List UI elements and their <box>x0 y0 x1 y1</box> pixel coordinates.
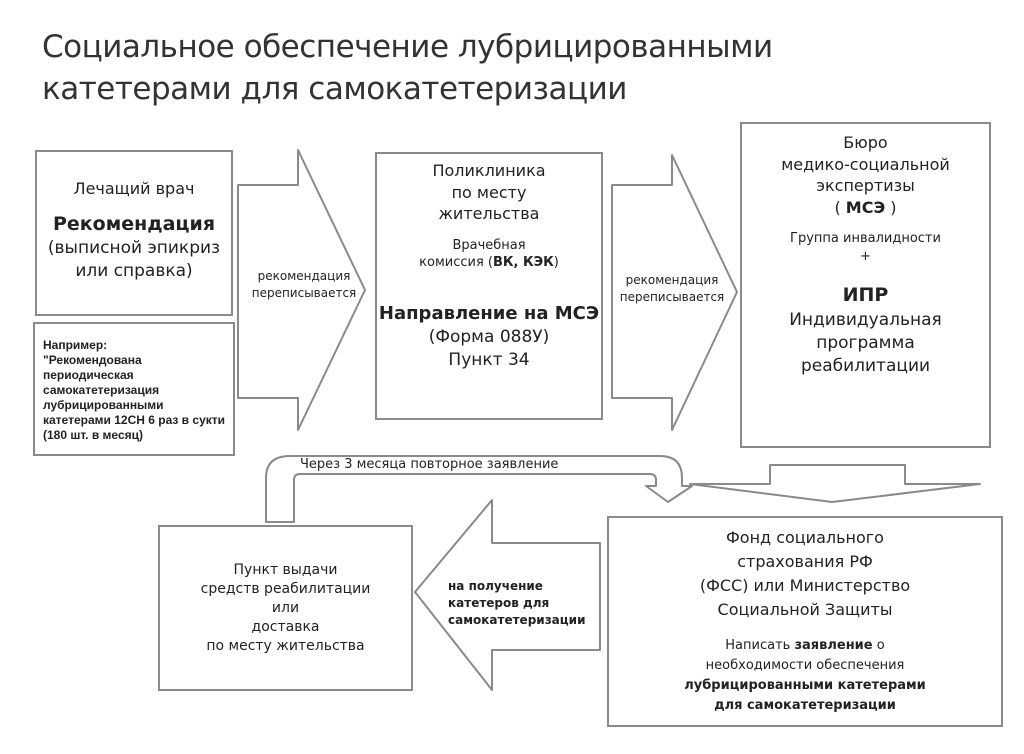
application-line-1: Написать заявление о <box>609 636 1001 656</box>
recommendation-label: Рекомендация <box>52 212 216 235</box>
pickup-line: Пункт выдачи <box>233 562 338 578</box>
doctor-heading: Лечащий врач <box>73 179 195 198</box>
fss-line: страхования РФ <box>737 552 873 571</box>
pickup-line: по месту жительства <box>206 637 365 654</box>
ipr-line: программа <box>816 333 915 354</box>
right-arrow-2 <box>611 154 738 431</box>
application-text: о <box>872 638 885 653</box>
example-line: "Рекомендована <box>43 353 142 367</box>
left-arrow <box>414 499 601 691</box>
example-line: самокатетеризация <box>43 383 160 397</box>
fss-box: Фонд социального страхования РФ (ФСС) ил… <box>607 516 1003 727</box>
arrow-2-label: рекомендация переписывается <box>614 272 730 306</box>
loop-arrow <box>265 455 693 523</box>
arrow-2-label-line: рекомендация <box>625 273 719 287</box>
disability-group: Группа инвалидности <box>790 231 941 247</box>
doctor-sub-1: (выписной эпикриз <box>47 238 221 259</box>
arrow-1-label-line: переписывается <box>251 286 357 300</box>
clinic-line: жительства <box>438 204 540 224</box>
application-line-2: необходимости обеспечения <box>705 658 905 673</box>
clinic-box: Поликлиника по месту жительства Врачебна… <box>375 152 603 420</box>
doctor-box: Лечащий врач Рекомендация (выписной эпик… <box>35 150 233 316</box>
fss-line: (ФСС) или Министерство <box>699 576 911 595</box>
right-arrow-1 <box>237 149 366 431</box>
commission-line-1: Врачебная <box>452 237 526 253</box>
left-arrow-label-line: на получение <box>448 579 543 593</box>
pickup-box: Пункт выдачи средств реабилитации или до… <box>158 525 413 691</box>
commission-abbr: ВК, КЭК <box>492 255 554 271</box>
left-arrow-label: на получение катетеров для самокатетериз… <box>448 578 598 629</box>
page-title: Социальное обеспечение лубрицированными … <box>42 26 773 110</box>
example-line: (180 шт. в месяц) <box>43 428 143 442</box>
ipr-label: ИПР <box>842 284 889 307</box>
title-line-1: Социальное обеспечение лубрицированными <box>42 29 773 65</box>
arrow-1-label-line: рекомендация <box>257 269 351 283</box>
application-text: Написать <box>725 638 795 653</box>
clinic-line: по месту <box>451 182 527 202</box>
ipr-line: Индивидуальная <box>789 310 942 331</box>
pickup-line: средств реабилитации <box>200 580 371 597</box>
title-line-2: катетерами для самокатетеризации <box>42 71 627 107</box>
mse-box: Бюро медико-социальной экспертизы ( МСЭ … <box>740 122 991 448</box>
commission-line-2: комиссия (ВК, КЭК) <box>377 254 601 272</box>
left-arrow-label-line: самокатетеризации <box>448 613 586 627</box>
ipr-line: реабилитации <box>800 355 931 376</box>
loop-arrow-label: Через 3 месяца повторное заявление <box>300 457 559 472</box>
commission-text: ) <box>553 255 559 271</box>
example-line: лубрицированными <box>43 398 164 412</box>
fss-line: Социальной Защиты <box>717 600 893 619</box>
pickup-line: доставка <box>251 618 320 635</box>
commission-text: комиссия ( <box>419 255 493 271</box>
down-arrow <box>689 464 981 503</box>
mse-abbr-text: ) <box>885 197 897 217</box>
mse-abbr: ( МСЭ ) <box>742 197 989 219</box>
mse-line: медико-социальной <box>781 154 950 174</box>
mse-abbr-bold: МСЭ <box>845 197 886 217</box>
arrow-1-label: рекомендация переписывается <box>244 268 364 302</box>
example-line: Например: <box>43 338 108 352</box>
clinic-line: Поликлиника <box>432 161 546 180</box>
application-line-3: лубрицированными катетерами <box>684 678 926 693</box>
mse-line: экспертизы <box>816 176 915 196</box>
form-label: (Форма 088У) <box>428 327 550 348</box>
pickup-line: или <box>271 599 300 616</box>
example-box: Например: "Рекомендована периодическая с… <box>33 322 235 456</box>
item-label: Пункт 34 <box>448 350 530 371</box>
doctor-sub-2: или справка) <box>75 261 193 282</box>
example-line: периодическая <box>43 368 134 382</box>
example-line: катетерами 12СН 6 раз в сукти <box>43 413 226 427</box>
application-bold: заявление <box>794 638 873 653</box>
left-arrow-label-line: катетеров для <box>448 596 550 610</box>
referral-label: Направление на МСЭ <box>378 302 600 324</box>
mse-abbr-text: ( <box>834 197 846 217</box>
plus-sign: + <box>860 248 871 264</box>
application-line-4: для самокатетеризации <box>714 698 896 713</box>
arrow-2-label-line: переписывается <box>619 290 725 304</box>
fss-line: Фонд социального <box>726 528 884 547</box>
mse-line: Бюро <box>843 133 888 152</box>
